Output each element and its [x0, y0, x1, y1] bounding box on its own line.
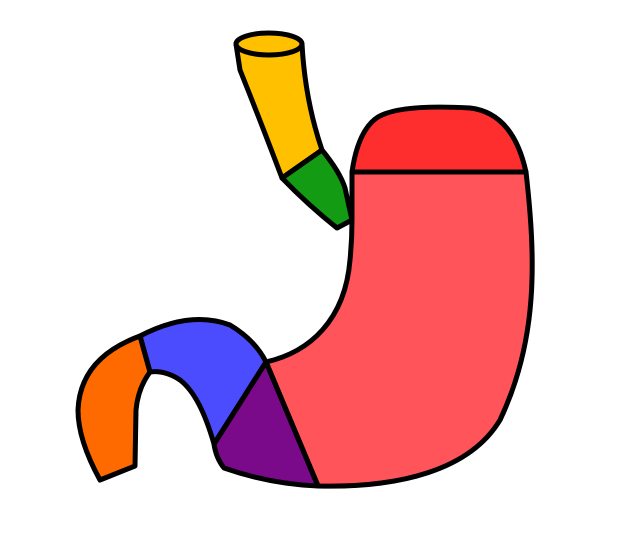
duodenum-region — [75, 333, 153, 483]
esophagus-opening — [233, 30, 305, 58]
pylorus-duodenum-divider — [137, 333, 153, 375]
antrum-pylorus-divider — [211, 359, 269, 447]
esophagus-cardia-divider — [279, 147, 325, 181]
antrum-region — [211, 359, 321, 489]
body-region — [263, 169, 535, 489]
antrum-body-divider — [263, 359, 321, 489]
fundus-region — [349, 104, 529, 175]
